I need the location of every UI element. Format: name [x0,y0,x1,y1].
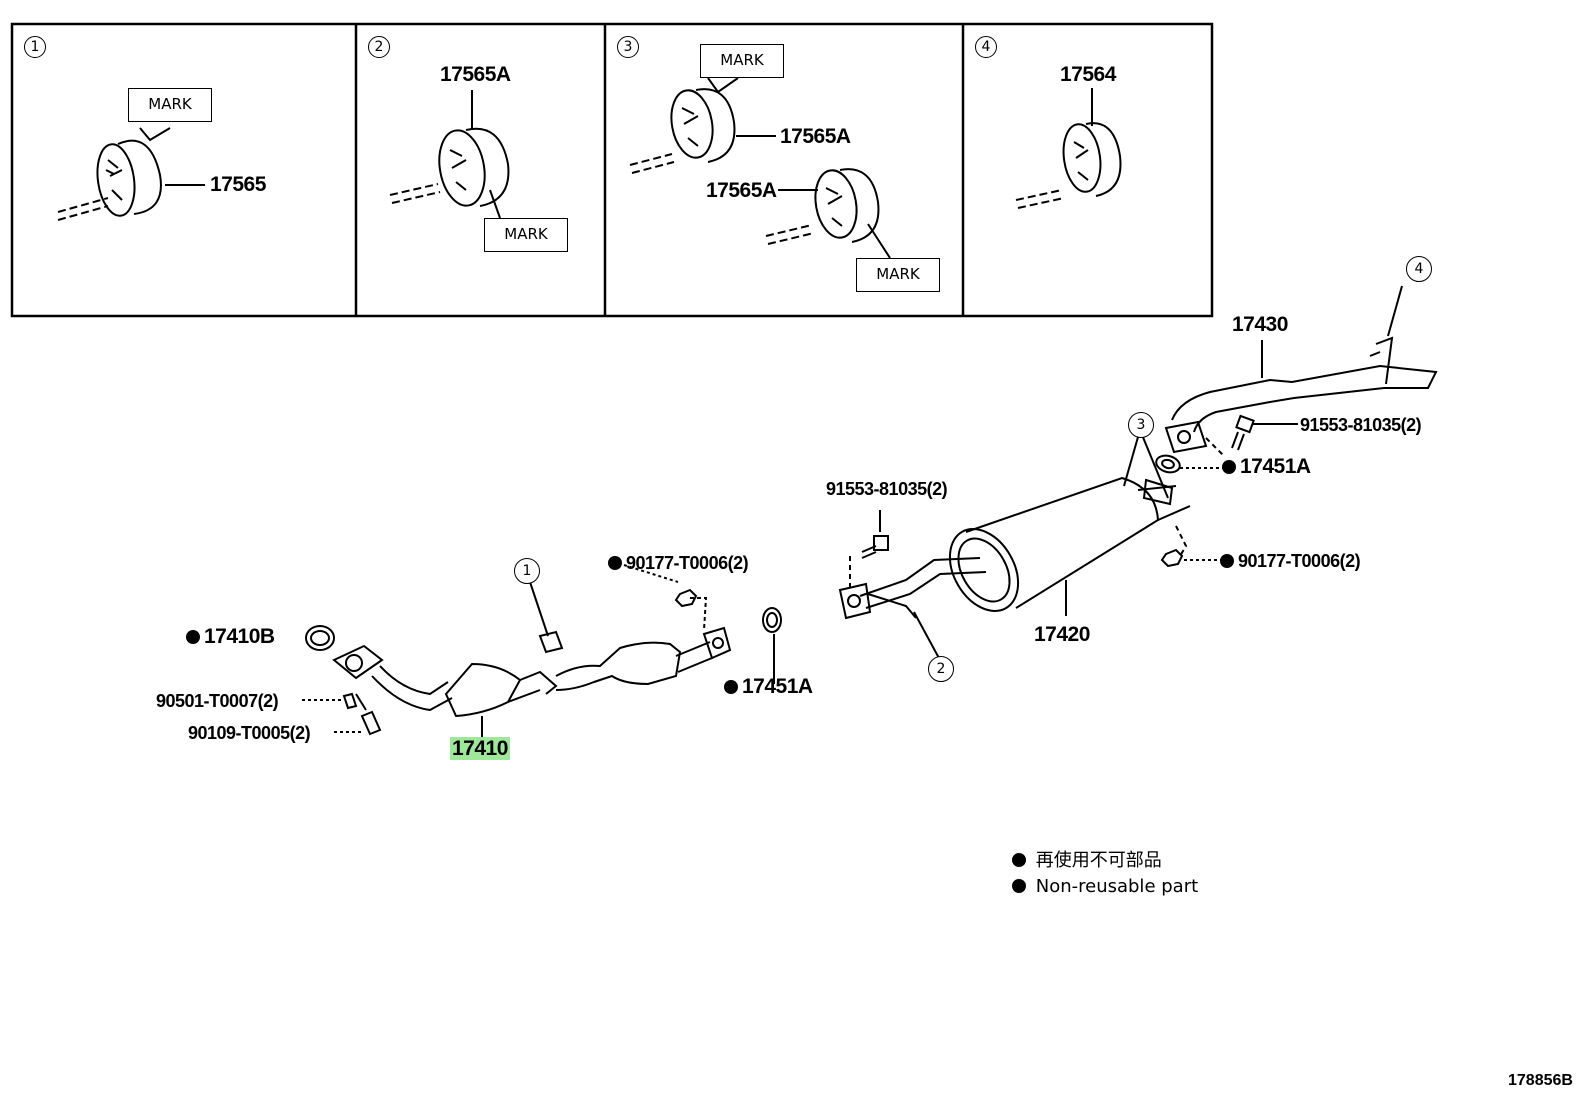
hanger-17564 [1015,122,1122,209]
legend-dot [1012,853,1026,867]
hanger-17565a-lower [765,168,880,245]
hanger-17565 [57,139,162,221]
label-17430: 17430 [1232,313,1288,336]
label-17410: 17410 [450,737,510,760]
label-90177-right: 90177-T0006(2) [1220,550,1361,572]
label-17451a-lower: 17451A [724,676,813,698]
panel-1-mark-box: MARK [128,88,212,122]
panel-1-number: 1 [24,36,46,58]
label-17451a-upper-text: 17451A [1240,455,1311,478]
legend-line-en: Non-reusable part [1012,874,1198,900]
label-91553-mid: 91553-81035(2) [826,479,948,499]
gasket-17451a-upper [1155,454,1181,474]
non-reusable-dot [1222,460,1236,474]
gasket-17451a-lower [762,607,782,633]
panel-2-part-label: 17565A [440,63,511,86]
panel-4-number: 4 [975,36,997,58]
label-17410b-text: 17410B [204,625,275,648]
legend-en-text: Non-reusable part [1035,876,1199,897]
callout-2: 2 [928,656,954,682]
tail-pipe-17430 [1164,285,1438,454]
label-17451a-upper: 17451A [1222,456,1311,478]
legend-jp-text: 再使用不可部品 [1035,850,1162,871]
hanger-17565a [389,127,510,207]
non-reusable-dot [724,680,738,694]
label-90109: 90109-T0005(2) [188,723,311,743]
detail-panel-frame [10,22,1214,318]
callout-4: 4 [1406,256,1432,282]
non-reusable-dot [186,630,200,644]
non-reusable-dot [1220,554,1234,568]
hanger-17565a-upper [629,88,736,174]
panel-3-mark-box-upper: MARK [700,44,784,78]
label-17451a-lower-text: 17451A [742,675,813,698]
label-90177-right-text: 90177-T0006(2) [1238,551,1361,571]
callout-1: 1 [514,558,540,584]
front-pipe-17410 [332,626,732,718]
legend-dot [1012,879,1026,893]
label-17420: 17420 [1034,623,1090,646]
legend: 再使用不可部品 Non-reusable part [1012,848,1198,900]
bolt-91553-mid [861,535,889,559]
panel-3-number: 3 [617,36,639,58]
non-reusable-dot [608,556,622,570]
panel-1-part-label: 17565 [210,173,266,196]
legend-line-jp: 再使用不可部品 [1012,848,1198,874]
label-17410-highlighted: 17410 [450,737,510,760]
panel-4-part-label: 17564 [1060,63,1116,86]
callout-3: 3 [1128,412,1154,438]
panel-3-mark-box-lower: MARK [856,258,940,292]
label-90501: 90501-T0007(2) [156,691,279,711]
gasket-17410b [305,625,335,651]
panel-3-part-label-upper: 17565A [780,125,851,148]
panel-2-number: 2 [368,36,390,58]
muffler-17420 [838,476,1191,620]
panel-2-mark-box: MARK [484,218,568,252]
label-90177-left: 90177-T0006(2) [608,552,749,574]
reference-code: 178856B [1508,1072,1573,1089]
bolt-91553-upper [1231,414,1255,451]
nut-90177-right [1160,548,1184,568]
panel-3-part-label-lower: 17565A [706,179,777,202]
stud-bolt-90501 [342,692,358,710]
nut-90109 [355,693,382,736]
nut-90177-left [674,588,698,608]
label-90177-left-text: 90177-T0006(2) [626,553,749,573]
label-17410b: 17410B [186,626,275,648]
label-91553-upper: 91553-81035(2) [1300,415,1422,435]
